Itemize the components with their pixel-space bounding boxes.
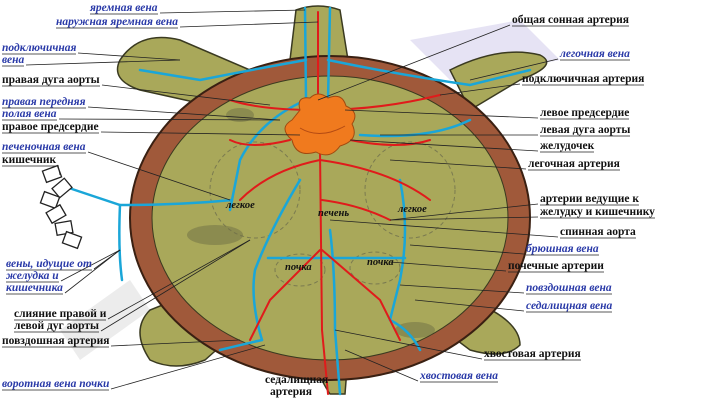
leader-line	[87, 106, 281, 121]
leader-line	[344, 109, 539, 119]
label-left-subclavian-vein-1: подключичная	[2, 42, 77, 54]
label-bottom-sciatic-artery-2: артерия	[270, 386, 312, 398]
label-right-caudal-artery: хвостовая артерия	[484, 348, 581, 360]
label-left-intestine: кишечник	[2, 154, 57, 166]
label-right-iliac-vein: повздошная вена	[526, 282, 612, 294]
label-right-left-atrium: левое предсердие	[540, 107, 630, 119]
leader-line	[101, 84, 271, 106]
label-right-common-carotid: общая сонная артерия	[512, 14, 629, 26]
leader-line	[25, 59, 181, 66]
leader-lines	[2, 9, 655, 391]
leader-line	[100, 131, 301, 136]
label-left-jugular-vein: яремная вена	[90, 2, 158, 14]
label-left-gut-veins-1: вены, идущие от	[6, 258, 92, 270]
kidney-right-label: почка	[367, 257, 394, 268]
label-left-subclavian-vein-2: вена	[2, 54, 25, 66]
label-left-external-jugular-vein: наружная яремная вена	[56, 16, 178, 28]
leader-line	[389, 203, 539, 221]
label-right-abdominal-vein: брюшная вена	[526, 243, 599, 255]
leader-line	[159, 9, 306, 14]
leader-line	[317, 24, 511, 101]
label-right-gut-arteries-2: желудку и кишечнику	[540, 206, 655, 218]
label-left-gut-veins-3: кишечника	[6, 282, 63, 294]
leader-line	[344, 349, 419, 382]
leader-line	[60, 249, 121, 282]
label-right-caudal-vein: хвостовая вена	[420, 370, 498, 382]
arteries	[229, 11, 441, 395]
leader-line	[389, 216, 539, 221]
kidney-left-label: почка	[285, 262, 312, 273]
label-right-ventricle: желудочек	[540, 140, 595, 152]
leader-line	[57, 164, 61, 176]
leader-line	[329, 219, 559, 238]
leader-line	[469, 58, 559, 81]
label-left-gut-veins-2: желудка и	[6, 270, 59, 282]
label-left-renal-portal-vein: воротная вена почки	[2, 378, 110, 390]
liver-label: печень	[318, 208, 350, 219]
label-left-hepatic-vein: печеночная вена	[2, 141, 86, 153]
leader-line	[110, 344, 266, 390]
leader-line	[179, 21, 319, 28]
leader-line	[409, 244, 525, 255]
leader-line	[389, 159, 527, 170]
label-left-right-atrium: правое предсердие	[2, 121, 99, 133]
leader-line	[414, 299, 525, 312]
label-right-dorsal-aorta: спинная аорта	[560, 226, 636, 238]
leader-line	[64, 249, 121, 294]
label-left-aortic-junction-1: слияние правой и	[14, 308, 107, 320]
leader-line	[439, 83, 521, 96]
label-right-sciatic-vein: седалищная вена	[526, 300, 613, 312]
leader-line	[58, 118, 281, 121]
intestine-coil	[39, 164, 83, 250]
leader-line	[100, 239, 251, 332]
label-left-right-anterior-vena-cava-1: правая передняя	[2, 96, 86, 108]
label-right-pulmonary-artery: легочная артерия	[528, 158, 620, 170]
leader-line	[87, 151, 231, 201]
label-bottom-sciatic-artery-1: седалищная	[265, 374, 329, 386]
label-right-gut-arteries-1: артерии ведущие к	[540, 193, 639, 205]
leader-line	[389, 261, 507, 272]
label-left-right-anterior-vena-cava-2: полая вена	[2, 108, 57, 120]
heart	[284, 93, 356, 156]
label-left-right-aortic-arch: правая дуга аорты	[2, 74, 100, 86]
lung-right-label: легкое	[398, 204, 427, 215]
leader-line	[110, 339, 241, 347]
label-right-renal-arteries: почечные артерии	[508, 260, 604, 272]
veins	[58, 6, 532, 396]
label-left-iliac-artery: повздошная артерия	[2, 335, 110, 347]
label-right-left-aortic-arch: левая дуга аорты	[540, 124, 631, 136]
leader-line	[334, 329, 483, 360]
lung-left-label: легкое	[226, 200, 255, 211]
leader-line	[77, 52, 181, 61]
label-right-subclavian-artery: подключичная артерия	[522, 73, 645, 85]
label-left-aortic-junction-2: левой дуг аорты	[14, 320, 99, 332]
dark-patches	[187, 108, 435, 338]
leader-line	[107, 239, 251, 320]
organs	[209, 141, 456, 287]
label-right-pulmonary-vein: легочная вена	[560, 48, 630, 60]
leader-line	[399, 284, 525, 294]
leader-line	[349, 139, 539, 152]
